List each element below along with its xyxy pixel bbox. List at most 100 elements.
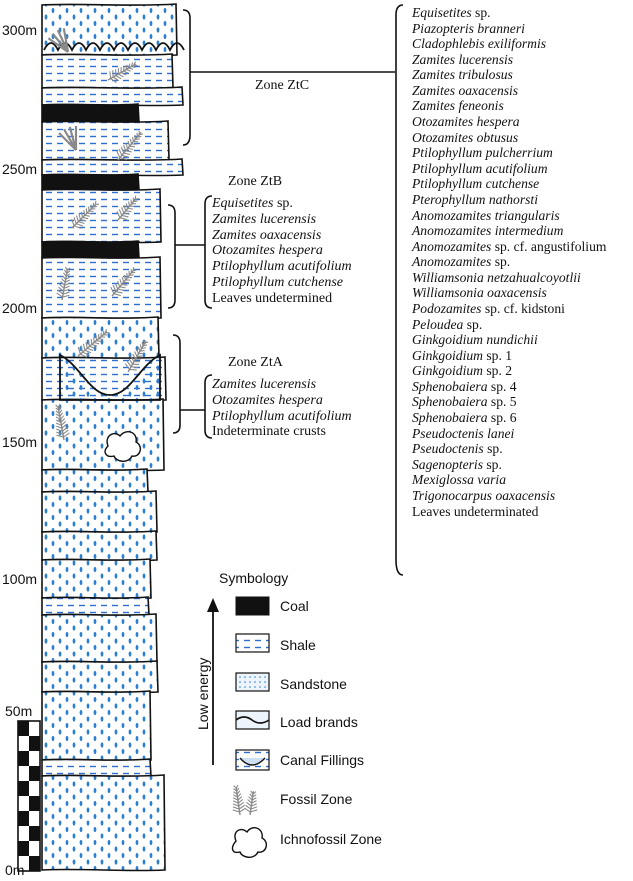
species-name: Zamites oaxacensis xyxy=(212,227,322,243)
species-qualifier: sp. 6 xyxy=(487,410,517,426)
species-name: Anomozamites triangularis xyxy=(412,207,560,223)
species-item: Mexiglossa varia xyxy=(412,472,606,488)
species-item: Podozamites sp. cf. kidstoni xyxy=(412,301,606,317)
species-qualifier: sp. xyxy=(483,441,503,457)
sand-dot xyxy=(254,681,256,683)
species-item: Pseudoctenis sp. xyxy=(412,441,606,457)
species-name: Sphenobaiera xyxy=(412,378,488,394)
species-item: Indeterminate crusts xyxy=(212,424,352,440)
legend-label-sandstone: Sandstone xyxy=(280,676,347,692)
species-name: Anomozamites xyxy=(412,254,492,270)
species-item: Sphenobaiera sp. 6 xyxy=(412,410,606,426)
species-item: Zamites oaxacensis xyxy=(212,228,352,244)
species-name: Piazopteris branneri xyxy=(412,20,525,36)
depth-label-0m: 0m xyxy=(5,862,25,878)
species-item: Ptilophyllum cutchense xyxy=(412,176,606,192)
species-qualifier: Leaves undetermined xyxy=(212,290,333,306)
scale-bar xyxy=(17,720,41,872)
species-item: Zamites tribulosus xyxy=(412,67,606,83)
species-name: Cladophlebis exiliformis xyxy=(412,36,547,52)
species-name: Ptilophyllum cutchense xyxy=(212,274,344,290)
fossil-frond-icon xyxy=(232,784,246,816)
sand-dot xyxy=(264,686,266,688)
sandstone-layer xyxy=(41,690,152,762)
shale-layer xyxy=(41,120,170,162)
species-qualifier: sp. xyxy=(482,456,502,472)
load-brand-line xyxy=(43,42,185,53)
ichnofossil-legend-icon xyxy=(231,827,268,858)
fossil-frond-icon xyxy=(116,130,144,161)
species-name: Mexiglossa varia xyxy=(412,472,507,488)
species-qualifier: sp. xyxy=(273,196,293,211)
scale-tick xyxy=(18,811,29,826)
sand-dot xyxy=(249,686,251,688)
scale-tick xyxy=(29,796,40,811)
shale-layer xyxy=(41,53,174,90)
legend-symbols xyxy=(207,596,270,858)
fossil-frond-icon xyxy=(55,403,70,441)
scale-tick xyxy=(29,826,40,841)
species-list-bracket xyxy=(395,4,404,576)
zone-ztb-list-bracket xyxy=(204,195,213,309)
species-qualifier: sp. cf. kidstoni xyxy=(481,300,565,316)
zone-brackets xyxy=(167,4,404,576)
fossil-frond-icon xyxy=(124,339,149,373)
coal-band xyxy=(42,175,138,190)
depth-label-50m: 50m xyxy=(5,703,33,719)
species-qualifier: sp. 5 xyxy=(487,394,517,410)
legend-sandstone-swatch xyxy=(235,672,270,692)
species-name: Anomozamites intermedium xyxy=(412,223,564,239)
species-item: Sagenopteris sp. xyxy=(412,457,606,473)
species-name: Otozamites hespera xyxy=(412,114,520,130)
depth-label-100m: 100m xyxy=(2,571,38,587)
species-name: Zamites lucerensis xyxy=(212,377,317,392)
species-item: Anomozamites sp. cf. angustifolium xyxy=(412,239,606,255)
sand-dot xyxy=(239,686,241,688)
legend-label-fossil-zone: Fossil Zone xyxy=(280,791,353,807)
sand-dot xyxy=(259,676,261,678)
canal-filling xyxy=(59,353,161,401)
scale-tick xyxy=(29,856,40,871)
species-name: Pseudoctenis xyxy=(412,441,484,457)
species-item: Pseudoctenis lanei xyxy=(412,426,606,442)
species-name: Sphenobaiera xyxy=(412,410,488,426)
species-qualifier: Indeterminate crusts xyxy=(212,424,326,440)
shale-layer xyxy=(41,188,162,244)
species-name: Pterophyllum nathorsti xyxy=(412,191,538,207)
species-item: Anomozamites triangularis xyxy=(412,208,606,224)
sand-dot xyxy=(244,681,246,683)
sand-dot xyxy=(254,686,256,688)
zone-ztb-bracket xyxy=(167,204,176,309)
sandstone-layer xyxy=(41,3,178,57)
depth-label-300m: 300m xyxy=(2,22,38,38)
species-item: Zamites lucerensis xyxy=(212,212,352,228)
species-name: Zamites lucerensis xyxy=(412,51,514,67)
species-name: Zamites lucerensis xyxy=(212,211,317,227)
species-name: Zamites oaxacensis xyxy=(412,82,519,98)
depth-label-200m: 200m xyxy=(2,300,38,316)
zone-ztc-title: Zone ZtC xyxy=(255,78,310,93)
sand-dot xyxy=(244,676,246,678)
shale-layer xyxy=(41,158,184,177)
sandstone-layer xyxy=(41,613,158,664)
zone-ztb-title: Zone ZtB xyxy=(228,174,283,189)
species-name: Ginkgoidium nundichii xyxy=(412,332,538,348)
species-item: Peloudea sp. xyxy=(412,317,606,333)
species-item: Zamites lucerensis xyxy=(212,377,352,393)
species-name: Zamites feneonis xyxy=(412,98,504,114)
species-qualifier: sp. cf. angustifolium xyxy=(491,238,607,254)
scale-tick xyxy=(18,781,29,796)
zone-zta-bracket xyxy=(172,334,181,434)
species-name: Otozamites hespera xyxy=(212,243,323,259)
fossil-frond-icon xyxy=(56,266,71,301)
sand-dot xyxy=(264,676,266,678)
scale-tick xyxy=(29,736,40,751)
species-qualifier: sp. 2 xyxy=(482,363,513,379)
species-name: Sagenopteris xyxy=(412,456,483,472)
species-name: Peloudea xyxy=(412,316,464,332)
fossil-stem-icon xyxy=(58,126,78,151)
species-item: Ginkgoidium sp. 1 xyxy=(412,348,606,364)
legend-label-coal: Coal xyxy=(280,598,309,614)
